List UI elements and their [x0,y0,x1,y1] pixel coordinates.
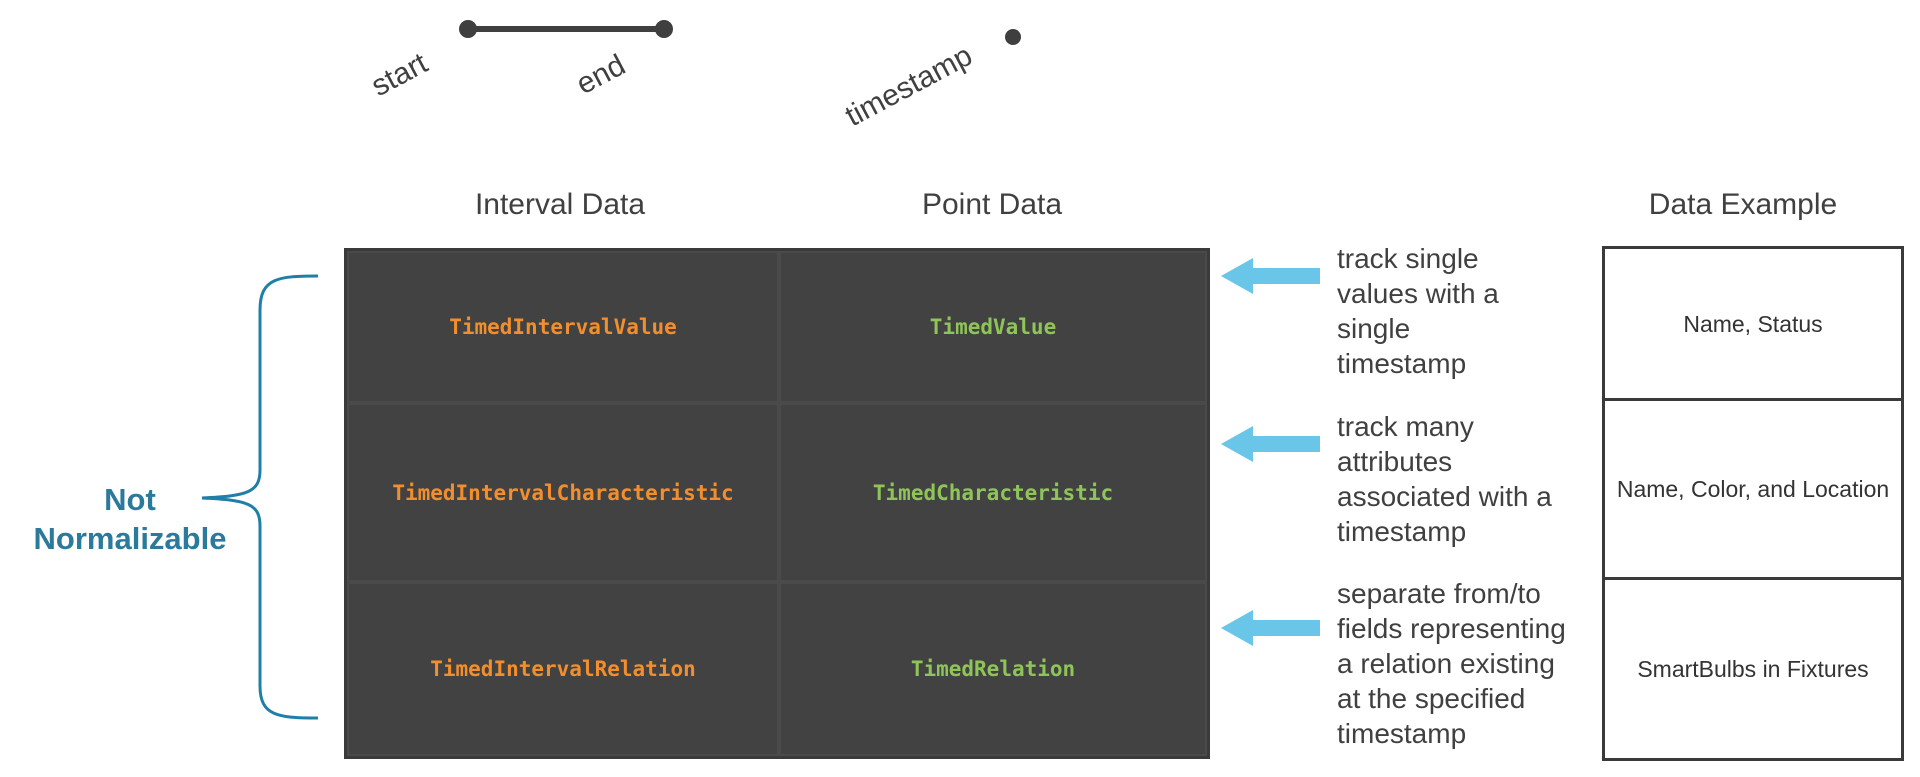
legend-graphic [459,20,1021,45]
description-row-1-line-2: values with a [1337,278,1499,309]
not-normalizable-line-1: Not [104,482,156,517]
interval-end-dot [655,20,673,38]
description-row-1-line-4: timestamp [1337,348,1467,379]
description-row-1-line-1: track single [1337,243,1479,274]
description-row-3-line-3: a relation existing [1337,648,1555,679]
arrows-graphic [1221,258,1320,646]
description-row-3-line-4: at the specified [1337,683,1526,714]
arrow-row-1 [1221,258,1320,294]
timestamp-dot [1005,29,1021,45]
cell-timed-interval-relation: TimedIntervalRelation [347,582,779,756]
curly-brace [201,274,319,720]
description-row-3-line-5: timestamp [1337,718,1467,749]
cell-timed-interval-value: TimedIntervalValue [347,251,779,403]
data-type-grid: TimedIntervalValue TimedValue TimedInter… [344,248,1210,759]
description-row-3: separate from/to fields representing a r… [1337,576,1566,751]
not-normalizable-line-2: Normalizable [33,521,227,556]
point-data-header: Point Data [921,188,1063,221]
arrow-row-3 [1221,610,1320,646]
description-row-2: track many attributes associated with a … [1337,409,1552,549]
cell-timed-relation: TimedRelation [779,582,1207,756]
data-example-table: Name, Status Name, Color, and Location S… [1602,246,1904,761]
description-row-2-line-3: associated with a [1337,481,1552,512]
example-row-3: SmartBulbs in Fixtures [1637,656,1869,682]
data-example-header: Data Example [1648,188,1838,221]
interval-data-header: Interval Data [474,188,646,221]
description-row-2-line-1: track many [1337,411,1474,442]
description-row-3-line-1: separate from/to [1337,578,1541,609]
description-row-1: track single values with a single timest… [1337,241,1499,381]
not-normalizable-label: Not Normalizable [10,480,250,558]
description-row-2-line-2: attributes [1337,446,1453,477]
description-row-1-line-3: single [1337,313,1411,344]
example-divider-2 [1605,577,1901,580]
example-row-2: Name, Color, and Location [1616,476,1890,502]
arrow-row-2 [1221,426,1320,462]
bracket-graphic [201,274,319,720]
interval-start-dot [459,20,477,38]
description-row-2-line-4: timestamp [1337,516,1467,547]
example-divider-1 [1605,398,1901,401]
description-row-3-line-2: fields representing [1337,613,1566,644]
cell-timed-characteristic: TimedCharacteristic [779,403,1207,582]
cell-timed-value: TimedValue [779,251,1207,403]
cell-timed-interval-characteristic: TimedIntervalCharacteristic [347,403,779,582]
example-row-1: Name, Status [1683,310,1823,337]
